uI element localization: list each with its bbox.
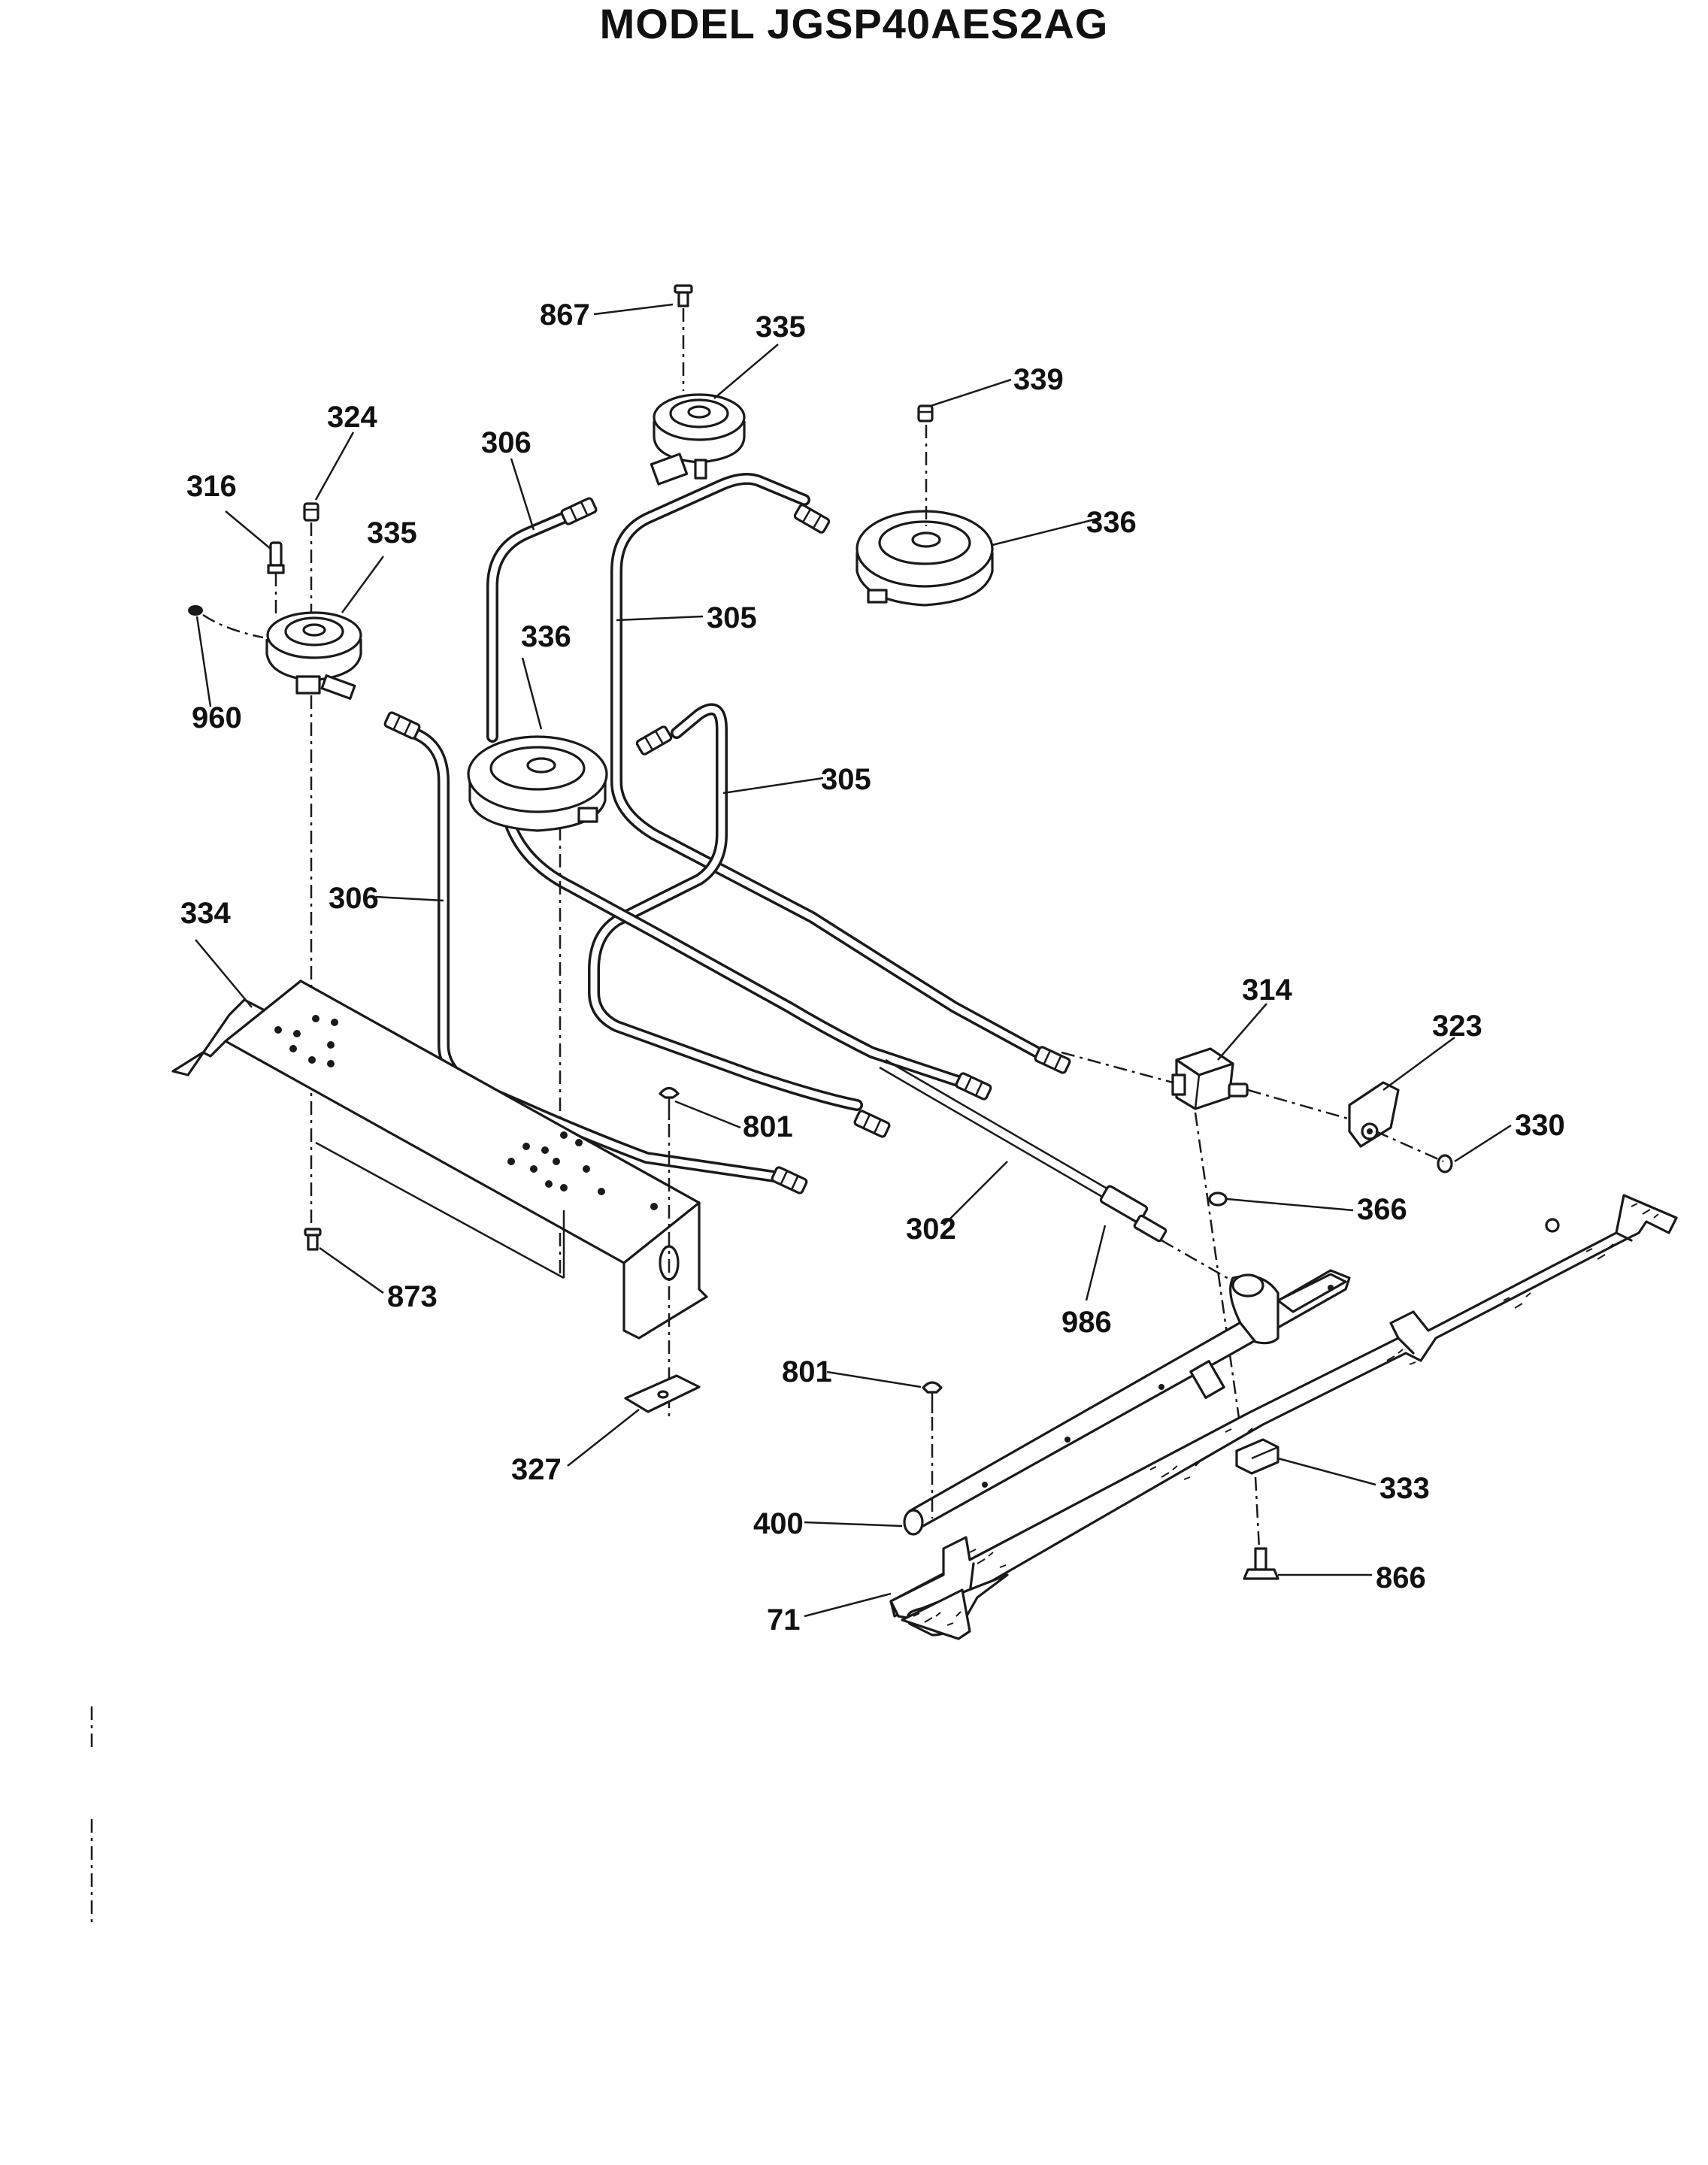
callout-324: 324 <box>327 401 377 434</box>
reference-line-873 <box>315 1141 565 1279</box>
gas-tube-306-upper <box>486 505 585 743</box>
callout-801-lower: 801 <box>782 1355 832 1388</box>
tube-302 <box>879 1058 1167 1243</box>
fitting-nut <box>635 725 673 755</box>
screw-873 <box>304 1228 322 1251</box>
centerline-986 <box>1161 1239 1241 1287</box>
callout-960: 960 <box>192 701 242 734</box>
fitting-nut <box>383 711 421 740</box>
callout-400: 400 <box>753 1507 804 1540</box>
callout-334: 334 <box>180 897 231 930</box>
fitting-nut <box>955 1072 992 1101</box>
callout-71: 71 <box>767 1603 801 1637</box>
burner-336-right <box>856 510 994 607</box>
callout-305-lower: 305 <box>821 763 871 796</box>
fitting-nut <box>1034 1046 1071 1074</box>
centerline-400-tube <box>1061 1051 1173 1084</box>
callout-801-upper: 801 <box>743 1110 793 1143</box>
callout-labels: 867 335 339 324 306 316 335 336 305 336 … <box>180 298 1565 1637</box>
gas-tube-336-to-valve <box>505 821 968 1089</box>
screw-867 <box>674 284 693 307</box>
washer-330 <box>1437 1154 1453 1173</box>
callout-305-upper: 305 <box>707 601 757 634</box>
callout-873: 873 <box>387 1280 438 1313</box>
callout-336-mid: 336 <box>521 620 571 653</box>
screw-866 <box>1243 1547 1279 1580</box>
burner-335-left <box>265 611 362 700</box>
centerline-314-to-323 <box>1247 1089 1354 1122</box>
callout-866: 866 <box>1376 1561 1426 1594</box>
callout-306-left: 306 <box>329 882 379 915</box>
fitting-nut <box>771 1166 808 1195</box>
callout-314: 314 <box>1242 973 1292 1007</box>
callout-302: 302 <box>906 1213 956 1246</box>
orifice-339 <box>917 404 934 422</box>
callout-323: 323 <box>1432 1010 1482 1043</box>
callout-327: 327 <box>511 1453 562 1486</box>
orifice-324 <box>303 502 319 522</box>
shield-327 <box>624 1374 701 1413</box>
gas-tube-305-lower <box>588 703 863 1111</box>
gas-tube-305-upper <box>610 472 1043 1058</box>
callout-333: 333 <box>1379 1472 1430 1505</box>
manifold-400 <box>903 1269 1351 1536</box>
burner-336-middle <box>467 735 608 832</box>
clip-333 <box>1235 1438 1279 1475</box>
bracket-holes <box>274 1015 658 1210</box>
callout-330: 330 <box>1515 1109 1565 1142</box>
fitting-nut <box>853 1110 891 1138</box>
callout-335-top: 335 <box>756 310 806 344</box>
centerline-333-866 <box>1254 1476 1261 1549</box>
callout-867: 867 <box>540 298 590 332</box>
fitting-nut <box>560 497 598 525</box>
leader-lines <box>195 303 1512 1618</box>
clip-366 <box>1208 1192 1228 1207</box>
burner-335-top <box>650 393 746 486</box>
clip-960 <box>188 605 264 639</box>
callout-335-left: 335 <box>367 516 417 550</box>
centerline-323-330 <box>1375 1130 1444 1163</box>
callout-339: 339 <box>1013 363 1064 396</box>
model-title: MODEL JGSP40AES2AG <box>599 0 1109 47</box>
switch-323 <box>1348 1081 1400 1148</box>
panel-71-speckle <box>913 1203 1659 1626</box>
screw-801-upper <box>659 1086 680 1120</box>
electrode-316 <box>267 541 285 616</box>
bracket-334 <box>171 980 708 1340</box>
fitting-nuts <box>383 497 1071 1195</box>
valve-314 <box>1171 1047 1249 1110</box>
callout-306-top: 306 <box>481 426 531 459</box>
callout-316: 316 <box>186 470 237 503</box>
insulation-panel-71 <box>889 1194 1678 1640</box>
callout-986: 986 <box>1061 1306 1112 1339</box>
callout-366: 366 <box>1357 1193 1407 1226</box>
fitting-nut <box>793 504 831 534</box>
screw-801-lower <box>922 1381 943 1413</box>
callout-336-right: 336 <box>1086 506 1137 539</box>
